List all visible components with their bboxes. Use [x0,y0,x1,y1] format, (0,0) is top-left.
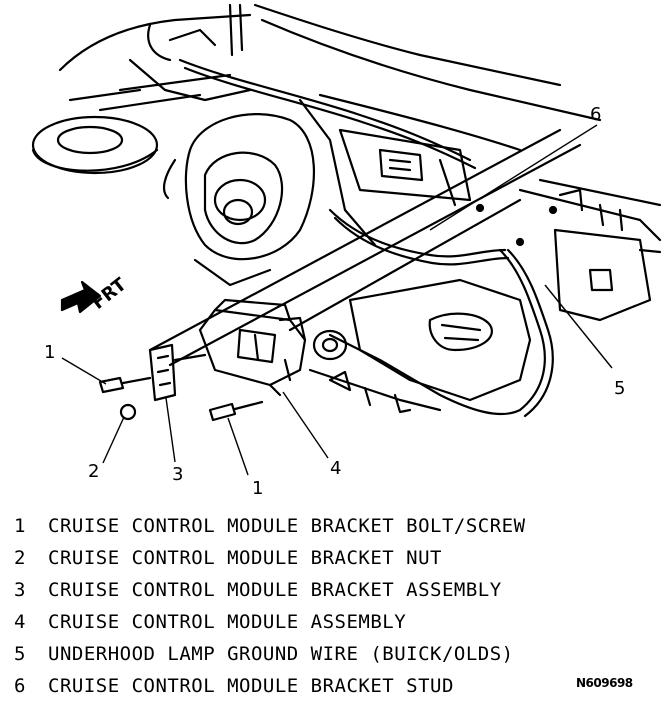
legend-item-number: 2 [14,547,26,569]
legend-item: 2 CRUISE CONTROL MODULE BRACKET NUT [14,542,664,574]
callout-4: 4 [330,458,341,479]
legend-item: 5 UNDERHOOD LAMP GROUND WIRE (BUICK/OLDS) [14,638,664,670]
legend-item-number: 4 [14,611,26,633]
legend-item-text: CRUISE CONTROL MODULE BRACKET BOLT/SCREW [48,515,526,537]
legend-item-number: 6 [14,675,26,697]
callout-1-upper: 1 [44,342,55,363]
direction-frt-label: FRT [88,274,131,314]
legend-item: 6 CRUISE CONTROL MODULE BRACKET STUD [14,670,664,702]
legend-item-text: CRUISE CONTROL MODULE BRACKET NUT [48,547,442,569]
legend-item-number: 1 [14,515,26,537]
vehicle-body-linework [31,3,662,422]
callout-2: 2 [88,461,99,482]
legend-item-text: CRUISE CONTROL MODULE ASSEMBLY [48,611,407,633]
legend-item: 4 CRUISE CONTROL MODULE ASSEMBLY [14,606,664,638]
legend-item-number: 5 [14,643,26,665]
figure-code: N609698 [576,676,633,690]
callout-5: 5 [614,378,625,399]
callout-leader-lines [61,124,613,476]
legend-item: 1 CRUISE CONTROL MODULE BRACKET BOLT/SCRE… [14,510,664,542]
legend-item-text: UNDERHOOD LAMP GROUND WIRE (BUICK/OLDS) [48,643,514,665]
callout-1-lower: 1 [252,478,263,499]
callout-6: 6 [590,104,601,125]
legend-item: 3 CRUISE CONTROL MODULE BRACKET ASSEMBLY [14,574,664,606]
legend-item-number: 3 [14,579,26,601]
parts-legend: 1 CRUISE CONTROL MODULE BRACKET BOLT/SCRE… [14,510,664,702]
legend-item-text: CRUISE CONTROL MODULE BRACKET STUD [48,675,454,697]
legend-item-text: CRUISE CONTROL MODULE BRACKET ASSEMBLY [48,579,502,601]
callout-3: 3 [172,464,183,485]
cruise-control-module-diagram: FRT 1 1 2 3 4 5 6 [31,3,662,499]
